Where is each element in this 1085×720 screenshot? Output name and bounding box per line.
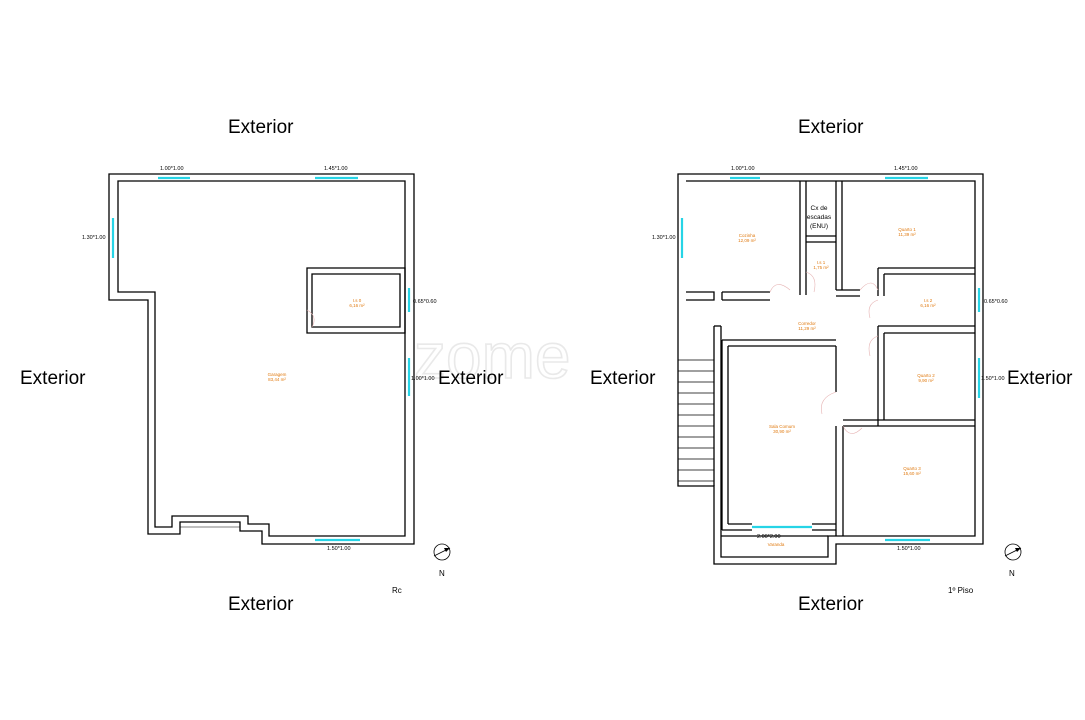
exterior-label-gf-left: Exterior bbox=[20, 368, 86, 389]
ff-room-area: 30,90 m² bbox=[773, 429, 791, 434]
gf-room-area: 6,16 m² bbox=[349, 303, 365, 308]
ff-room-name: I.s 1 bbox=[817, 260, 826, 265]
gf-window-dim: 0.65*0.60 bbox=[413, 299, 437, 305]
stair-box-label: Cx de bbox=[811, 205, 828, 212]
compass-label: N bbox=[1009, 569, 1015, 578]
first-floor-partitions bbox=[686, 181, 975, 536]
ff-room-name: Sala Comum bbox=[769, 424, 795, 429]
exterior-label-gf-top: Exterior bbox=[228, 117, 294, 138]
ff-room-area: 15,60 m² bbox=[903, 471, 921, 476]
exterior-label-ff-right: Exterior bbox=[1007, 368, 1073, 389]
first-floor-outer-wall bbox=[677, 173, 984, 565]
gf-room-name: I.s 0 bbox=[353, 298, 362, 303]
ff-room-area: 12,09 m² bbox=[738, 238, 756, 243]
ff-room-name: Varanda bbox=[768, 542, 785, 547]
wc2-door bbox=[859, 282, 879, 291]
ff-room-name: I.s 2 bbox=[924, 298, 933, 303]
ff-room-area: 6,16 m² bbox=[920, 303, 936, 308]
gf-floor-label: Rc bbox=[392, 586, 402, 595]
stair-box-label: escadas bbox=[807, 214, 832, 221]
gf-window-dim: 1.00*1.00 bbox=[160, 166, 184, 172]
wc-ground-door bbox=[306, 309, 315, 328]
ff-room-name: Quarto 3 bbox=[903, 466, 921, 471]
ff-room-area: 1,75 m² bbox=[813, 265, 829, 270]
ff-compass: N bbox=[1004, 543, 1022, 578]
watermark: zome bbox=[414, 320, 571, 392]
ff-room-name: Corredor bbox=[798, 321, 816, 326]
wc-ground-room bbox=[306, 267, 406, 334]
quarto3-door bbox=[842, 425, 863, 434]
gf-window-dim: 1.45*1.00 bbox=[324, 166, 348, 172]
ground-floor-plan: 1.00*1.00 1.45*1.00 1.30*1.00 0.65*0.60 … bbox=[82, 166, 451, 595]
ground-floor-inner-wall bbox=[117, 180, 406, 537]
quarto2-door bbox=[868, 335, 879, 357]
gf-window-dim: 1.30*1.00 bbox=[82, 235, 106, 241]
ff-window-dim: 1.30*1.00 bbox=[652, 235, 676, 241]
gf-room-name: Garagem bbox=[268, 372, 287, 377]
gf-window-dim: 1.50*1.00 bbox=[327, 546, 351, 552]
ff-room-area: 11,29 m² bbox=[798, 326, 816, 331]
ff-window-dim: 1.45*1.00 bbox=[894, 166, 918, 172]
ff-room-area: 9,90 m² bbox=[918, 378, 934, 383]
exterior-label-ff-top: Exterior bbox=[798, 117, 864, 138]
wc1-door bbox=[805, 271, 816, 293]
exterior-label-gf-bottom: Exterior bbox=[228, 594, 294, 615]
ff-window-dim: 1.00*1.00 bbox=[731, 166, 755, 172]
first-floor-inner-wall bbox=[686, 180, 976, 558]
exterior-label-gf-right: Exterior bbox=[438, 368, 504, 389]
ff-room-area: 11,39 m² bbox=[898, 232, 916, 237]
exterior-label-ff-bottom: Exterior bbox=[798, 594, 864, 615]
staircase bbox=[677, 300, 714, 486]
kitchen-door bbox=[769, 284, 791, 293]
gf-compass: N bbox=[433, 543, 451, 578]
gf-room-area: 83,44 m² bbox=[268, 377, 286, 382]
stair-box-label: (ENU) bbox=[810, 223, 828, 230]
ground-floor-outer-wall bbox=[108, 173, 415, 545]
ff-room-name: Quarto 2 bbox=[917, 373, 935, 378]
exterior-label-ff-left: Exterior bbox=[590, 368, 656, 389]
ff-window-dim: 2.00*2.00 bbox=[757, 534, 781, 540]
ff-window-dim: 1.50*1.00 bbox=[981, 376, 1005, 382]
ff-room-name: Quarto 1 bbox=[898, 227, 916, 232]
ff-window-dim: 1.50*1.00 bbox=[897, 546, 921, 552]
first-floor-plan: 1.00*1.00 1.45*1.00 1.30*1.00 0.65*0.60 … bbox=[652, 166, 1022, 595]
sala-door bbox=[821, 391, 837, 415]
gf-window-dim: 1.00*1.00 bbox=[411, 376, 435, 382]
ff-room-name: Cozinha bbox=[739, 233, 756, 238]
wc2-door-2 bbox=[868, 299, 879, 319]
ff-floor-label: 1º Piso bbox=[948, 586, 974, 595]
compass-label: N bbox=[439, 569, 445, 578]
ff-window-dim: 0.65*0.60 bbox=[984, 299, 1008, 305]
